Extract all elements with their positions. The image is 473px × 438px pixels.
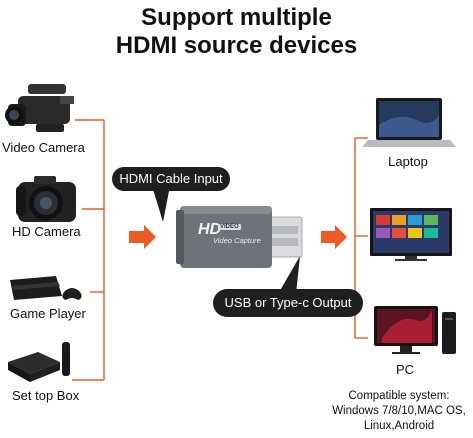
compat-line-2: Windows 7/8/10,MAC OS, <box>332 405 466 417</box>
callout-usb-output: USB or Type-c Output <box>213 289 363 317</box>
compat-line-3: Linux,Android <box>363 420 435 432</box>
destination-label-laptop: Laptop <box>388 154 428 169</box>
compat-line-1: Compatible system: <box>348 390 450 402</box>
title-line-1: Support multiple <box>141 4 332 31</box>
title-line-2: HDMI source devices <box>115 32 358 59</box>
source-label-set-top-box: Set top Box <box>12 388 80 403</box>
source-label-video-camera: Video Camera <box>2 140 85 155</box>
device-badge-text: VIDEO <box>218 224 241 230</box>
callout-hdmi-input: HDMI Cable Input <box>112 167 230 191</box>
device-model-text: Video Capture <box>213 236 261 245</box>
arrow-right-icon <box>321 225 347 249</box>
arrow-right-icon <box>129 225 156 249</box>
source-label-game-player: Game Player <box>10 306 86 321</box>
device-brand-text: HD <box>198 221 222 238</box>
destination-label-pc: PC <box>395 362 415 377</box>
source-label-hd-camera: HD Camera <box>12 224 81 239</box>
